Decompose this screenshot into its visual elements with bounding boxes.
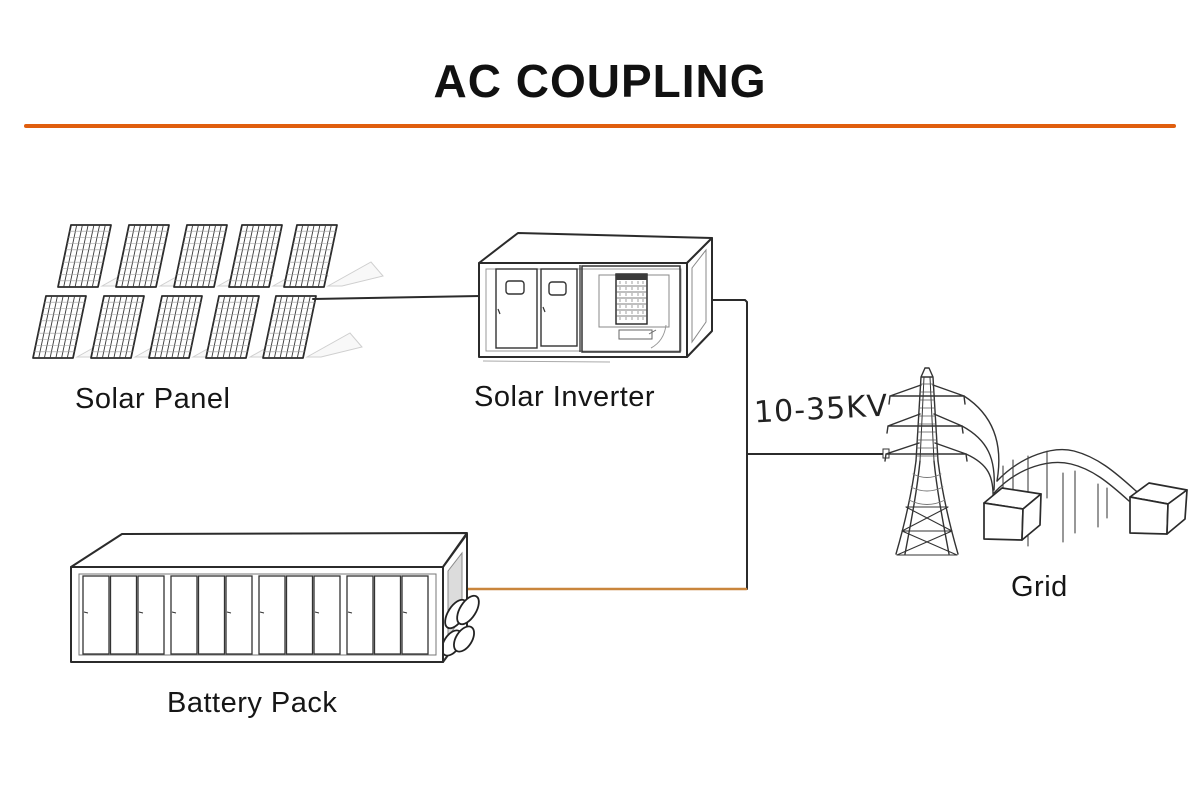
- battery-pack-label: Battery Pack: [167, 687, 338, 719]
- connection-wires: [312, 295, 890, 591]
- page-title: AC COUPLING: [433, 55, 767, 107]
- solar-inverter-label: Solar Inverter: [474, 381, 656, 413]
- battery-pack-illustration: [70, 532, 480, 663]
- solar-panel-label: Solar Panel: [75, 383, 231, 415]
- grid-illustration: [884, 367, 1188, 556]
- voltage-label: 10-35KV: [753, 388, 890, 431]
- wire-panel-to-inverter: [312, 295, 481, 300]
- title-underline: [24, 124, 1176, 128]
- battery-doors: [82, 575, 429, 655]
- grid-label: Grid: [1011, 571, 1068, 603]
- solar-inverter-illustration: [478, 232, 713, 363]
- transmission-tower: [884, 367, 968, 556]
- solar-panel-illustration: [32, 224, 384, 359]
- wire-inverter-to-bus: [696, 299, 748, 590]
- substation-buildings: [983, 482, 1188, 541]
